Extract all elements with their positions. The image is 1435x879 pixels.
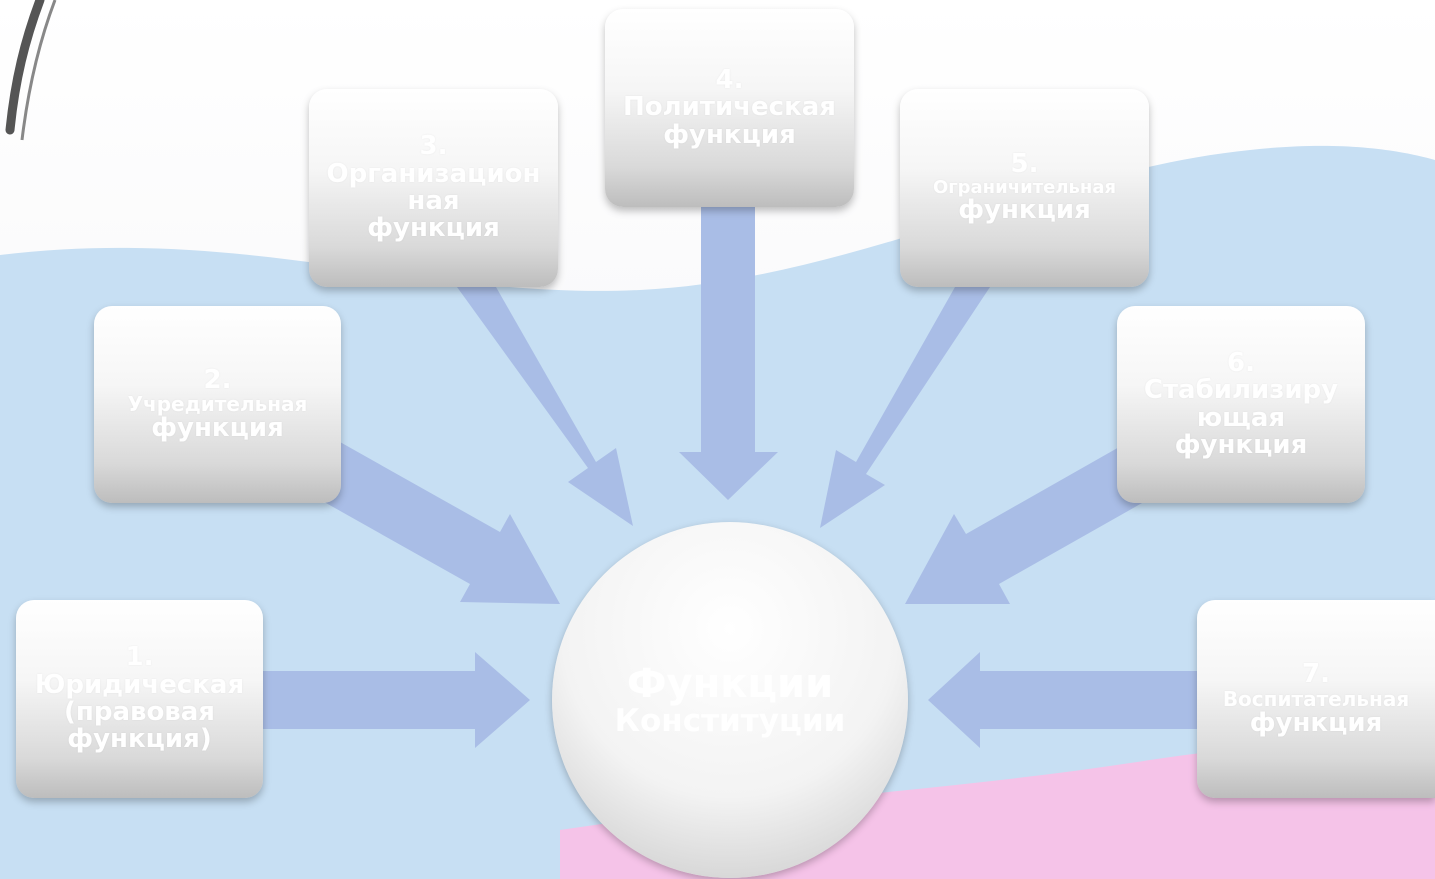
box-function-label: функция [958, 195, 1091, 226]
box-function-label: функция [151, 413, 284, 443]
function-box-2: 2. Учредительная функция [94, 306, 341, 503]
function-box-6: 6. Стабилизирующая функция [1117, 306, 1365, 503]
box-title: Учредительная [127, 392, 308, 416]
box-title: Стабилизирующая [1143, 375, 1339, 433]
box-function-label: функция [663, 119, 796, 150]
box-number: 7. [1302, 659, 1330, 690]
function-box-7: 7. Воспитательная функция [1197, 600, 1435, 798]
arrow-4 [679, 206, 778, 500]
arrow-2 [310, 442, 560, 604]
box-number: 5. [1010, 149, 1039, 180]
box-title: Юридическая [34, 669, 245, 700]
center-title: Функции [626, 660, 834, 707]
box-function-label: (правовая функция) [63, 697, 215, 755]
box-function-label: функция [1174, 429, 1308, 460]
box-function-label: функция [1249, 707, 1383, 738]
arrow-5 [820, 287, 990, 528]
box-number: 3. [419, 131, 448, 162]
box-title: Политическая [623, 92, 836, 123]
box-title: Ограничительная [932, 176, 1117, 198]
constitution-functions-circle: Функции Конституции [552, 522, 908, 878]
arrow-3 [457, 287, 633, 526]
function-box-1: 1. Юридическая (правовая функция) [16, 600, 263, 798]
box-number: 6. [1227, 347, 1255, 378]
function-box-3: 3. Организационная функция [309, 89, 558, 287]
box-number: 2. [203, 364, 232, 395]
box-title: Воспитательная [1222, 686, 1410, 711]
arrow-1 [263, 652, 530, 748]
center-subtitle: Конституции [614, 702, 846, 739]
box-number: 4. [715, 65, 744, 95]
box-number: 1. [125, 642, 154, 673]
box-function-label: функция [367, 213, 500, 244]
function-box-4: 4. Политическая функция [605, 9, 854, 207]
arrow-6 [905, 442, 1158, 604]
arrow-7 [928, 652, 1197, 748]
box-title: Организационная [326, 158, 541, 216]
arrows [263, 206, 1197, 748]
function-box-5: 5. Ограничительная функция [900, 89, 1149, 287]
